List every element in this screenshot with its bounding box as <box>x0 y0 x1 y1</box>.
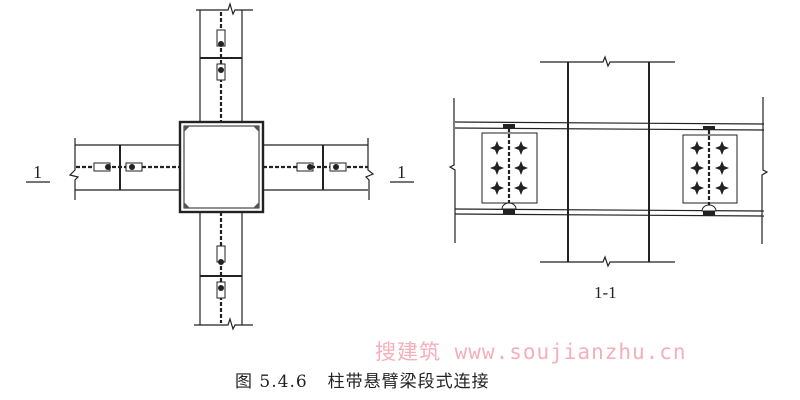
bolt-icon <box>715 181 729 195</box>
watermark: 搜建筑 www.soujianzhu.cn <box>375 340 687 364</box>
bolt-icon <box>690 161 704 175</box>
bolt-icon <box>490 141 504 155</box>
left-splice-plate <box>481 124 538 214</box>
figure-title: 柱带悬臂梁段式连接 <box>327 372 490 392</box>
bolt-icon <box>490 181 504 195</box>
bolt-icon <box>690 141 704 155</box>
left-beam <box>68 138 180 200</box>
bolt-icon <box>514 141 528 155</box>
bolt-icon <box>715 141 729 155</box>
section-mark-right-label: 1 <box>397 162 406 182</box>
bolt-icon <box>490 161 504 175</box>
figure-number: 图 5.4.6 <box>235 372 308 392</box>
bolt-icon <box>514 181 528 195</box>
bolt-icon <box>514 161 528 175</box>
right-beam <box>263 138 375 200</box>
section-label: 1-1 <box>594 283 617 302</box>
plan-view: 1 1 <box>26 2 414 331</box>
bolt-icon <box>690 181 704 195</box>
top-beam <box>196 2 253 122</box>
bolt-icon <box>715 161 729 175</box>
section-view <box>448 55 769 268</box>
section-mark-left-label: 1 <box>33 162 42 182</box>
figure-caption: 图 5.4.6 柱带悬臂梁段式连接 <box>235 372 490 392</box>
bolt-group <box>490 141 729 195</box>
right-splice-plate <box>682 126 738 216</box>
column-flanges <box>540 55 675 268</box>
bottom-beam <box>194 212 253 331</box>
column-box <box>178 120 265 214</box>
